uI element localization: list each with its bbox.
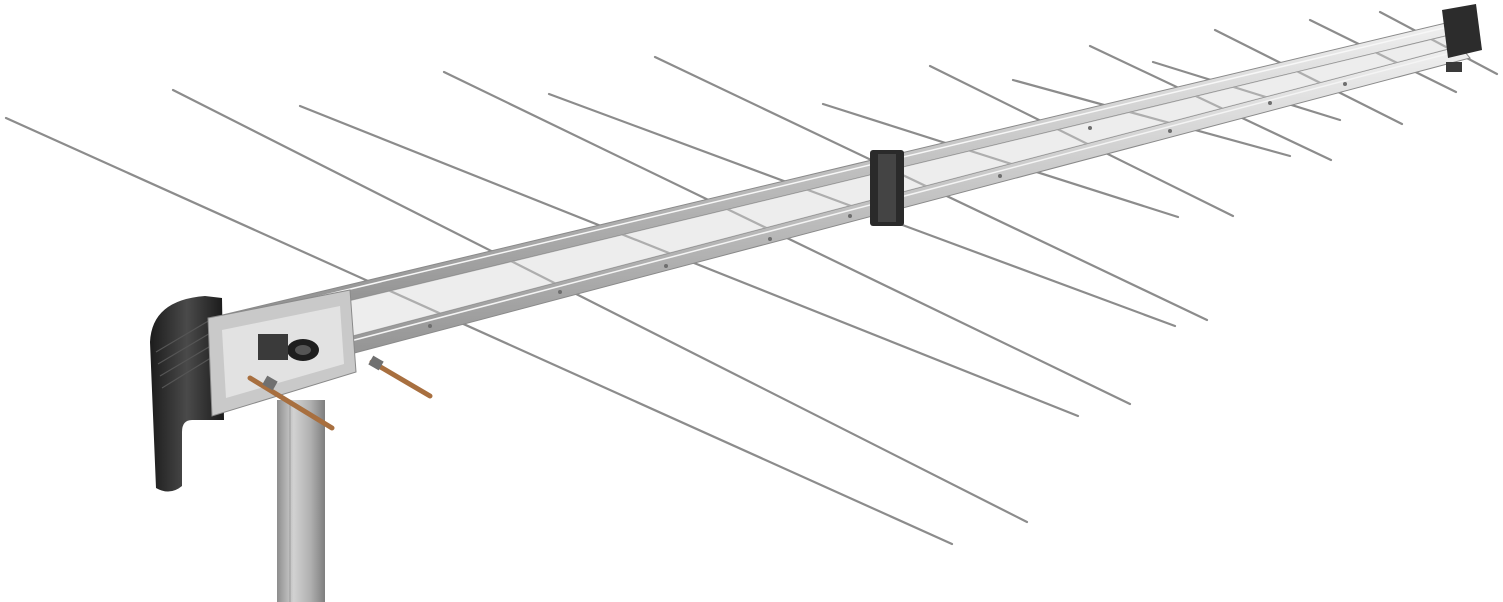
mount-housing: [150, 289, 357, 492]
spacer-bracket: [870, 150, 904, 226]
u-bolts: [247, 359, 433, 431]
boom-rivets: [428, 82, 1347, 328]
boom: [209, 21, 1471, 389]
end-cap: [1442, 4, 1482, 72]
bolt-nuts: [262, 355, 384, 391]
mast: [277, 400, 325, 602]
